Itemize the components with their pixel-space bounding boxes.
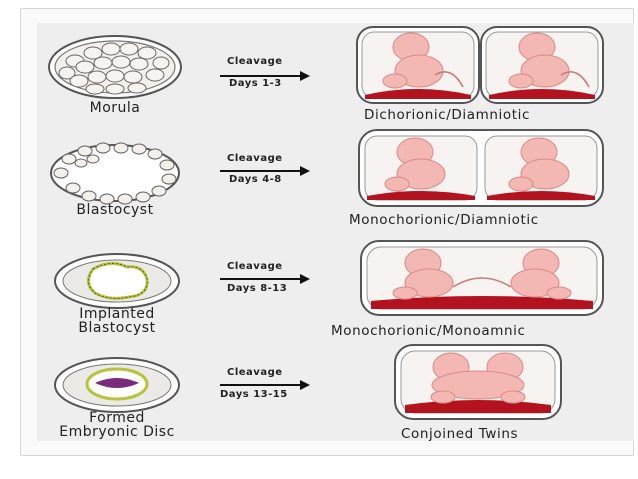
twin-type-monochorionic-diamniotic: Monochorionic/Diamniotic — [349, 212, 539, 228]
days-label-2: Days 4-8 — [229, 174, 282, 185]
twin-type-monochorionic-monoamnic: Monochorionic/Monoamnic — [331, 323, 526, 339]
arrow-right-icon — [220, 274, 310, 284]
days-label-4: Days 13-15 — [220, 389, 288, 400]
blastocyst-icon — [50, 142, 180, 205]
stage-label-formed-line1: Formed — [89, 410, 145, 426]
days-label-1: Days 1-3 — [229, 78, 282, 89]
twin-formation-diagram: Morula Cleavage Days 1-3 Dichorionic/Dia… — [37, 23, 634, 441]
cleavage-label-3: Cleavage — [227, 261, 283, 272]
monochorionic-diamniotic-twins-icon — [358, 129, 604, 207]
implanted-blastocyst-icon — [54, 253, 180, 309]
twin-fetus-icon — [392, 248, 572, 300]
conjoined-twins-icon — [394, 344, 562, 420]
stage-label-blastocyst: Blastocyst — [76, 202, 154, 218]
monochorionic-monoamnic-twins-icon — [360, 240, 604, 316]
days-label-3: Days 8-13 — [227, 283, 288, 294]
embryonic-disc-icon — [54, 357, 180, 413]
dichorionic-twins-icon — [356, 26, 604, 104]
cleavage-label-1: Cleavage — [227, 56, 283, 67]
twin-fetus-icon — [382, 32, 570, 89]
stage-label-implanted-line2: Blastocyst — [78, 320, 156, 336]
twin-type-dichorionic: Dichorionic/Diamniotic — [364, 107, 531, 123]
stage-label-morula: Morula — [89, 100, 141, 116]
cleavage-label-4: Cleavage — [227, 367, 283, 378]
morula-icon — [48, 35, 182, 99]
twin-fetus-icon — [384, 137, 570, 192]
stage-label-formed-line2: Embryonic Disc — [59, 424, 175, 440]
twin-type-conjoined: Conjoined Twins — [401, 426, 519, 441]
arrow-right-icon — [220, 166, 310, 176]
arrow-right-icon — [220, 71, 310, 81]
stage-label-implanted-line1: Implanted — [79, 306, 155, 322]
arrow-right-icon — [220, 380, 310, 390]
cleavage-label-2: Cleavage — [227, 153, 283, 164]
twin-fetus-icon — [430, 352, 526, 404]
